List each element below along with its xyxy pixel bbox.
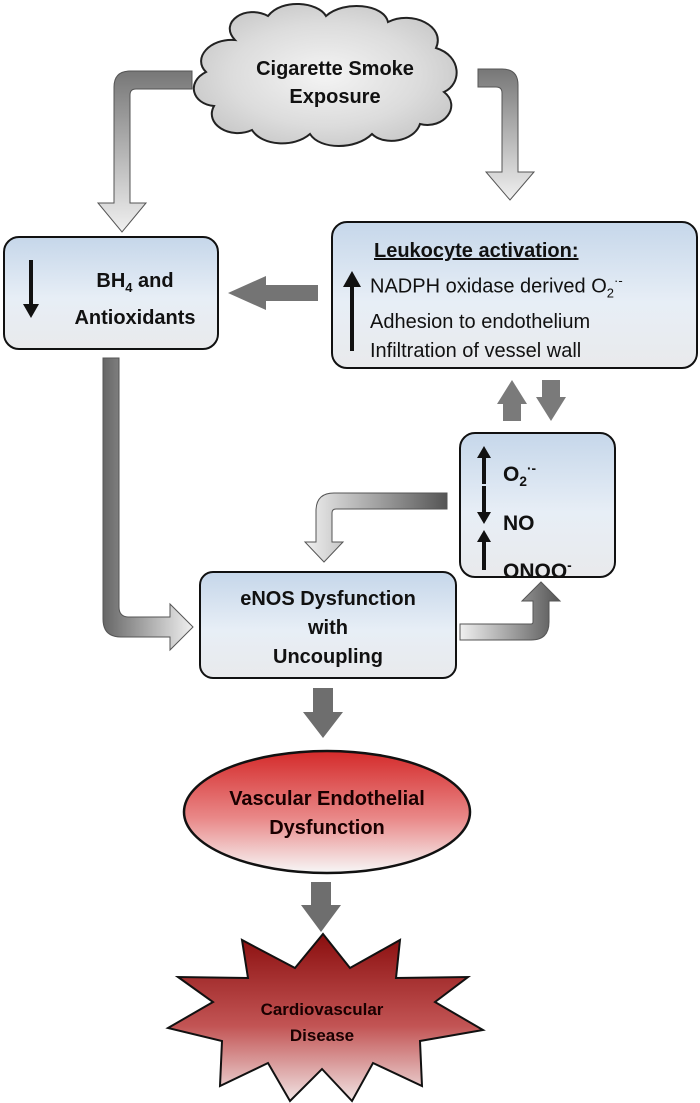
bh4-label: BH4 and Antioxidants (55, 266, 215, 333)
enos-line-1: eNOS Dysfunction (240, 588, 416, 610)
vascular-dysfunction-ellipse (182, 749, 472, 875)
ros-peroxynitrite: ONOO- (503, 558, 572, 584)
enos-dysfunction-box: eNOS Dysfunction with Uncoupling (199, 571, 457, 679)
arrow-smoke-to-leukocyte (477, 68, 536, 201)
arrow-bh4-to-enos (102, 357, 194, 652)
arrow-ros-to-enos (303, 492, 448, 563)
smoke-label: Cigarette Smoke Exposure (220, 55, 450, 111)
up-arrow-icon (477, 446, 491, 484)
up-arrow-icon (477, 530, 491, 570)
cigarette-smoke-cloud (192, 2, 458, 147)
cvd-label: Cardiovascular Disease (222, 997, 422, 1049)
vascular-line-2: Dysfunction (269, 817, 385, 839)
arrow-leukocyte-to-ros (536, 380, 566, 421)
leukocyte-text: Leukocyte activation: NADPH oxidase deri… (370, 237, 695, 366)
cvd-line-2: Disease (289, 1026, 355, 1045)
leukocyte-item-nadph: NADPH oxidase derived O2·- (370, 273, 623, 301)
vascular-label: Vascular Endothelial Dysfunction (187, 785, 467, 843)
arrow-vascular-to-cvd (301, 882, 341, 932)
bh4-line-1: BH4 and (96, 270, 174, 295)
arrow-smoke-to-bh4 (96, 70, 193, 233)
down-arrow-icon (477, 486, 491, 524)
up-arrow-icon (343, 271, 361, 351)
enos-label: eNOS Dysfunction with Uncoupling (201, 585, 455, 672)
leukocyte-title: Leukocyte activation: (374, 240, 579, 262)
bh4-antioxidants-box: BH4 and Antioxidants (3, 236, 219, 350)
vascular-line-1: Vascular Endothelial (229, 788, 425, 810)
smoke-line-1: Cigarette Smoke (256, 58, 414, 80)
leukocyte-item-infiltration: Infiltration of vessel wall (370, 339, 582, 362)
enos-line-3: Uncoupling (273, 646, 383, 668)
arrow-enos-to-ros (459, 581, 562, 641)
ros-text: O2·- NO ONOO- (503, 448, 613, 593)
ros-superoxide: O2·- (503, 461, 537, 490)
leukocyte-item-adhesion: Adhesion to endothelium (370, 310, 591, 333)
cvd-starburst (165, 932, 486, 1103)
ros-no: NO (503, 512, 535, 536)
down-arrow-icon (23, 260, 39, 318)
smoke-line-2: Exposure (289, 86, 381, 108)
arrow-leukocyte-to-bh4 (228, 276, 318, 310)
cvd-line-1: Cardiovascular (260, 1000, 384, 1019)
leukocyte-activation-box: Leukocyte activation: NADPH oxidase deri… (331, 221, 698, 369)
enos-line-2: with (308, 617, 348, 639)
arrow-ros-to-leukocyte (497, 380, 527, 421)
bh4-line-2: Antioxidants (74, 307, 196, 329)
arrow-enos-to-vascular (303, 688, 343, 738)
ros-box: O2·- NO ONOO- (459, 432, 616, 583)
